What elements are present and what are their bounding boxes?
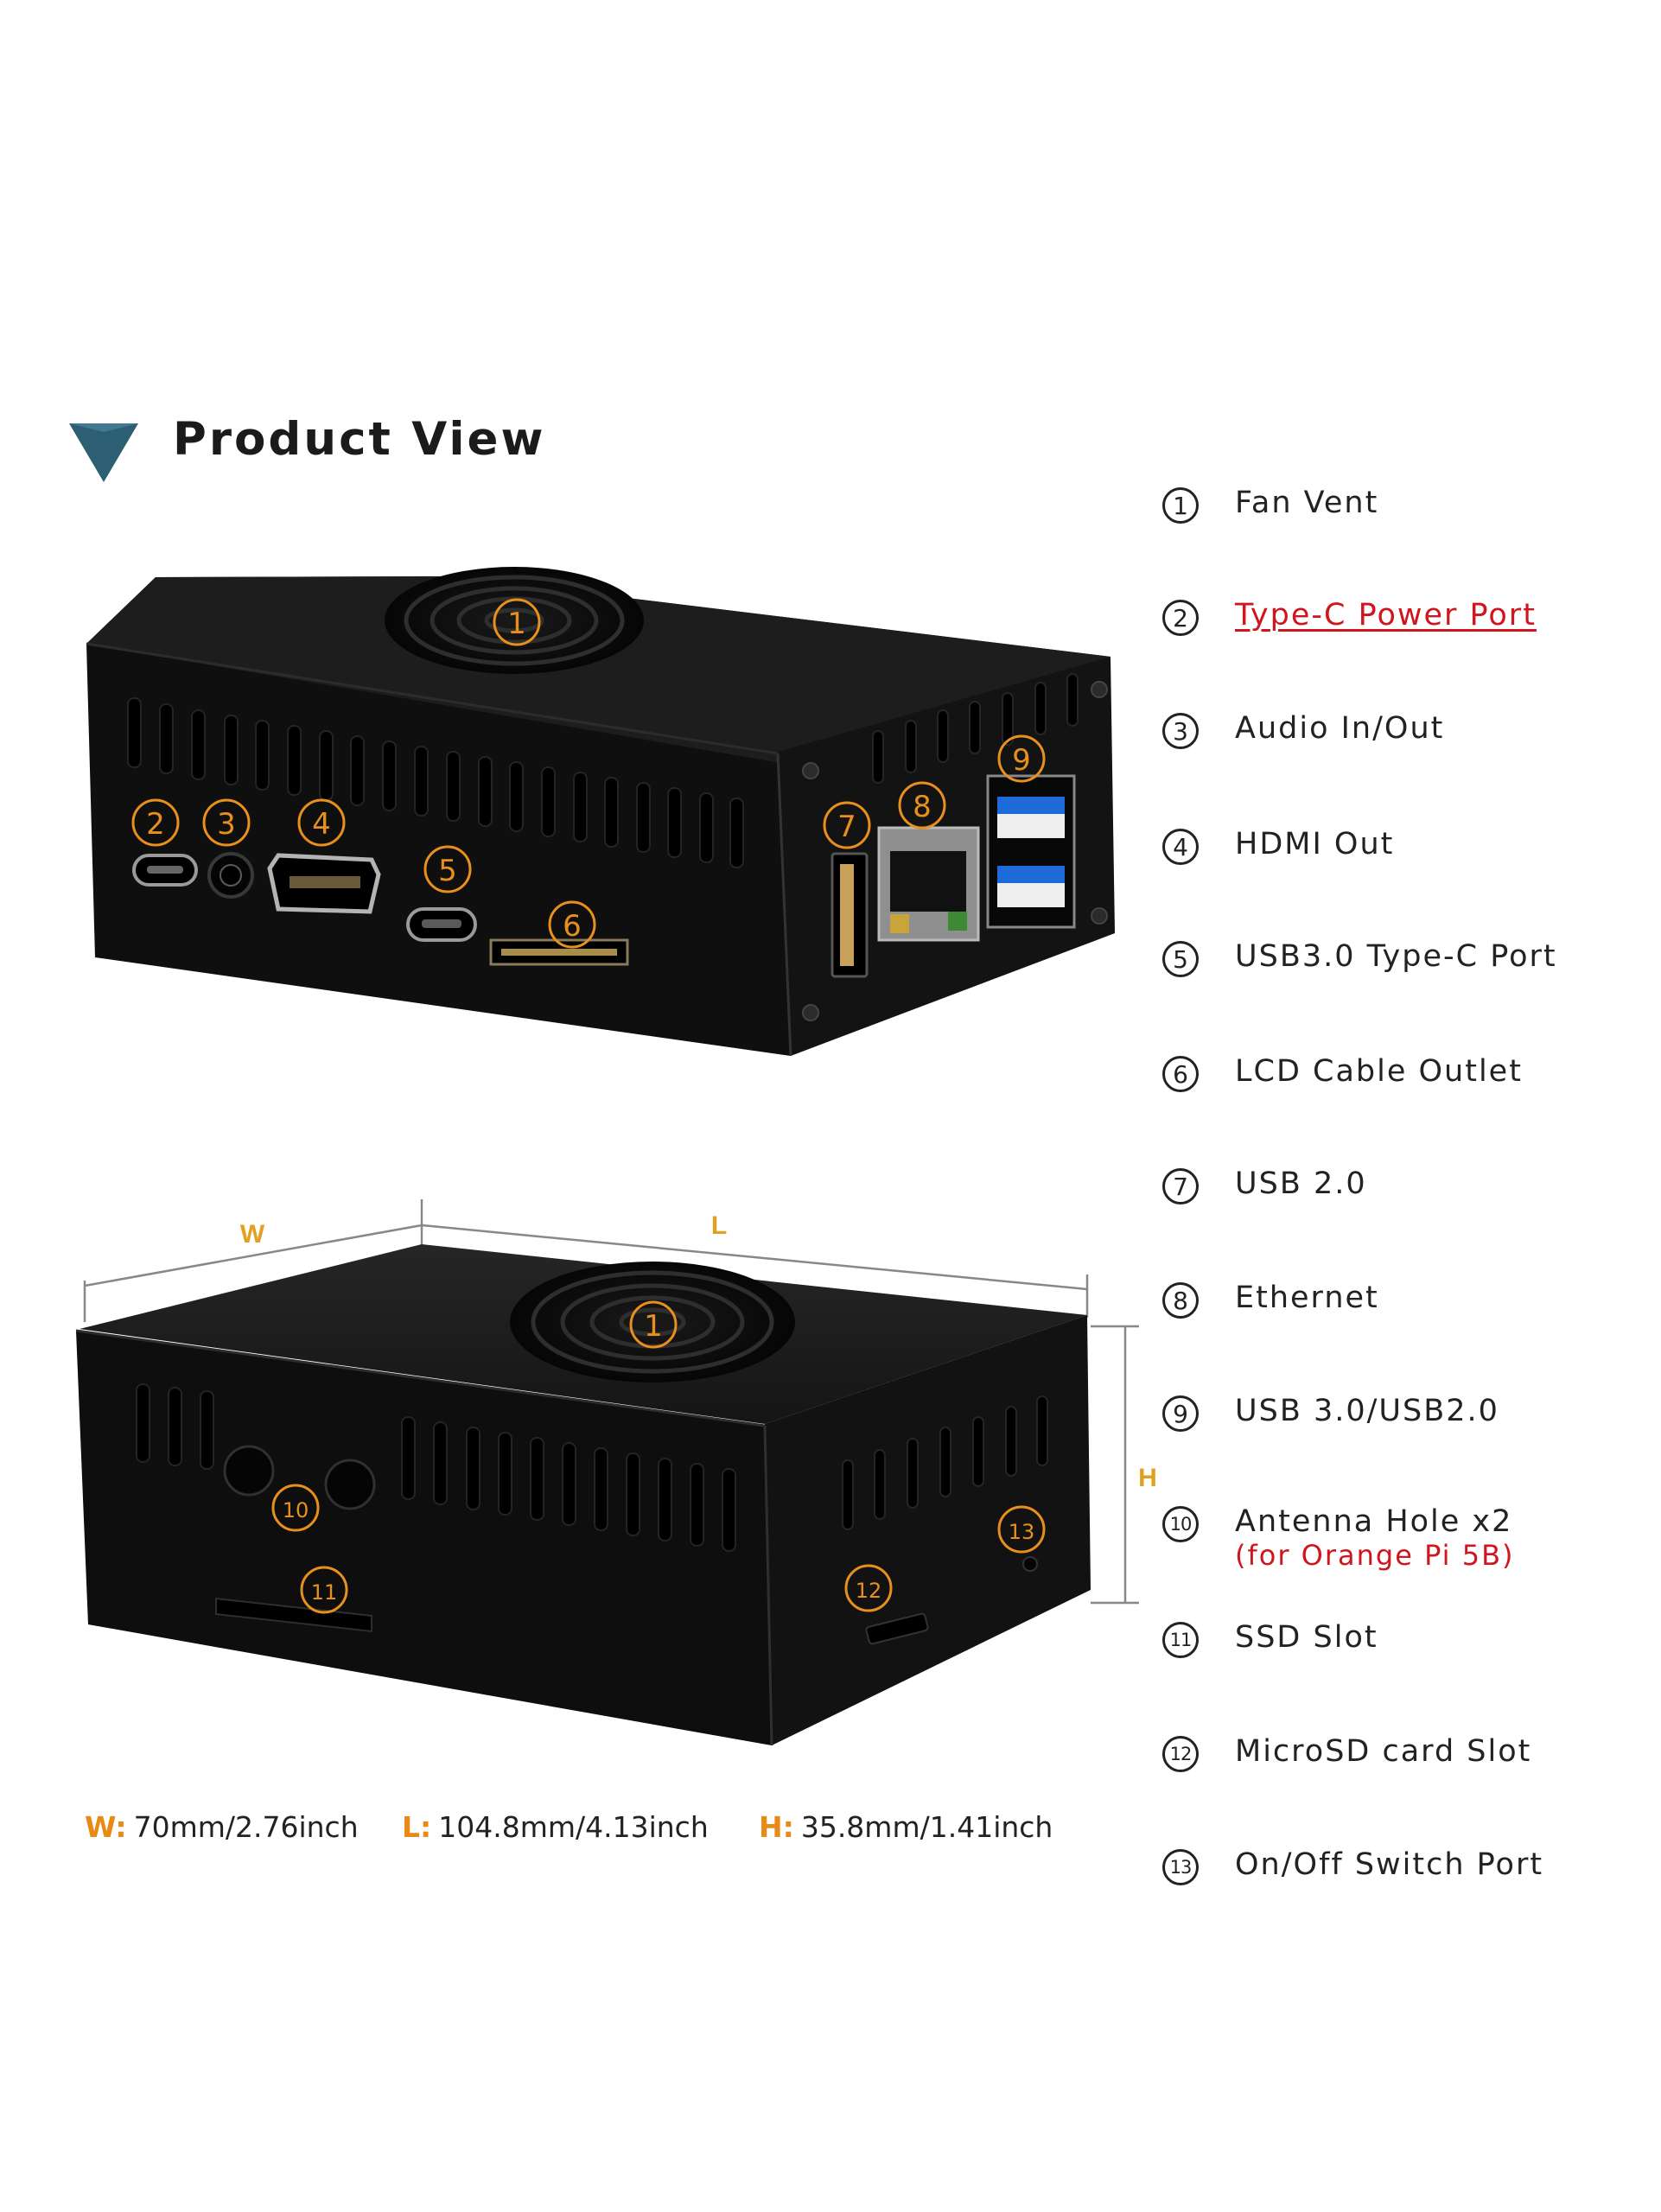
legend-number: 4	[1162, 829, 1199, 865]
triangle-marker-icon	[69, 423, 138, 482]
dimension-key: L:	[402, 1810, 432, 1844]
dimension-value: 70mm/2.76inch	[133, 1810, 359, 1844]
svg-text:1: 1	[644, 1309, 663, 1344]
legend-number: 8	[1162, 1282, 1199, 1319]
dimension-length: L:104.8mm/4.13inch	[402, 1810, 709, 1844]
legend-label: Antenna Hole x2	[1235, 1504, 1513, 1539]
legend-number: 3	[1162, 713, 1199, 749]
callouts-case-front: 1 2 3 4 5 6 7 8 9	[131, 598, 1046, 949]
usb-3-port-icon	[986, 774, 1076, 929]
svg-text:1: 1	[507, 607, 526, 641]
switch-port-icon	[1022, 1556, 1038, 1572]
svg-text:3: 3	[217, 807, 236, 842]
lcd-cable-outlet-icon	[489, 938, 629, 966]
page-title: Product View	[173, 413, 546, 466]
legend-number: 7	[1162, 1168, 1199, 1205]
legend-number: 6	[1162, 1056, 1199, 1092]
legend-number: 12	[1162, 1736, 1199, 1772]
audio-jack-icon	[207, 852, 254, 899]
usb-c-port-icon	[406, 907, 477, 942]
svg-text:13: 13	[1009, 1520, 1035, 1544]
legend-number: 1	[1162, 487, 1199, 524]
dimension-key: W:	[85, 1810, 127, 1844]
legend-label: MicroSD card Slot	[1235, 1734, 1532, 1769]
case-rear-view: W L H	[75, 1199, 1157, 1746]
legend-number: 10	[1162, 1506, 1199, 1542]
legend-label: SSD Slot	[1235, 1620, 1378, 1655]
type-c-power-port-icon	[132, 854, 198, 887]
dimension-label-l: L	[711, 1211, 727, 1240]
legend-label: Type-C Power Port	[1235, 598, 1537, 632]
legend-label: Fan Vent	[1235, 486, 1379, 520]
dimension-lines	[83, 1199, 1139, 1605]
antenna-hole-icon	[223, 1445, 376, 1510]
fan-vent-icon	[510, 1262, 795, 1382]
svg-text:4: 4	[312, 807, 331, 842]
svg-text:5: 5	[438, 854, 457, 888]
dimension-key: H:	[759, 1810, 794, 1844]
svg-text:7: 7	[837, 810, 856, 844]
legend-label: Audio In/Out	[1235, 711, 1445, 746]
legend-label: On/Off Switch Port	[1235, 1847, 1544, 1882]
legend-number: 13	[1162, 1849, 1199, 1885]
legend-label: USB 3.0/USB2.0	[1235, 1394, 1499, 1428]
legend-number: 5	[1162, 941, 1199, 977]
dimension-label-w: W	[240, 1220, 265, 1249]
dimension-width: W:70mm/2.76inch	[85, 1810, 359, 1844]
hdmi-port-icon	[267, 853, 381, 914]
svg-text:11: 11	[311, 1580, 338, 1605]
legend-number: 9	[1162, 1395, 1199, 1432]
svg-text:8: 8	[913, 790, 932, 824]
legend-sublabel: (for Orange Pi 5B)	[1235, 1539, 1515, 1572]
dimension-label-h: H	[1138, 1464, 1157, 1492]
legend-label: LCD Cable Outlet	[1235, 1054, 1523, 1089]
legend-label: USB3.0 Type-C Port	[1235, 939, 1557, 974]
legend-label: USB 2.0	[1235, 1166, 1367, 1201]
legend-number: 11	[1162, 1622, 1199, 1658]
legend-number: 2	[1162, 600, 1199, 636]
legend-label: HDMI Out	[1235, 827, 1395, 861]
svg-text:12: 12	[856, 1579, 882, 1603]
dimension-value: 104.8mm/4.13inch	[438, 1810, 709, 1844]
fan-vent-icon	[385, 567, 644, 674]
case-front-view: 1 2 3 4 5 6 7 8 9	[86, 567, 1115, 1057]
dimension-height: H:35.8mm/1.41inch	[759, 1810, 1053, 1844]
ethernet-port-icon	[877, 826, 980, 942]
ssd-slot-icon	[215, 1597, 372, 1633]
svg-text:6: 6	[563, 909, 582, 944]
usb-2-port-icon	[830, 852, 869, 978]
microsd-slot-icon	[865, 1612, 929, 1645]
legend-label: Ethernet	[1235, 1281, 1379, 1315]
svg-text:10: 10	[283, 1498, 309, 1522]
svg-text:2: 2	[146, 807, 165, 842]
dimension-value: 35.8mm/1.41inch	[800, 1810, 1053, 1844]
callouts-case-rear: 1 10 11 12 13	[271, 1300, 1046, 1614]
svg-text:9: 9	[1012, 743, 1031, 778]
